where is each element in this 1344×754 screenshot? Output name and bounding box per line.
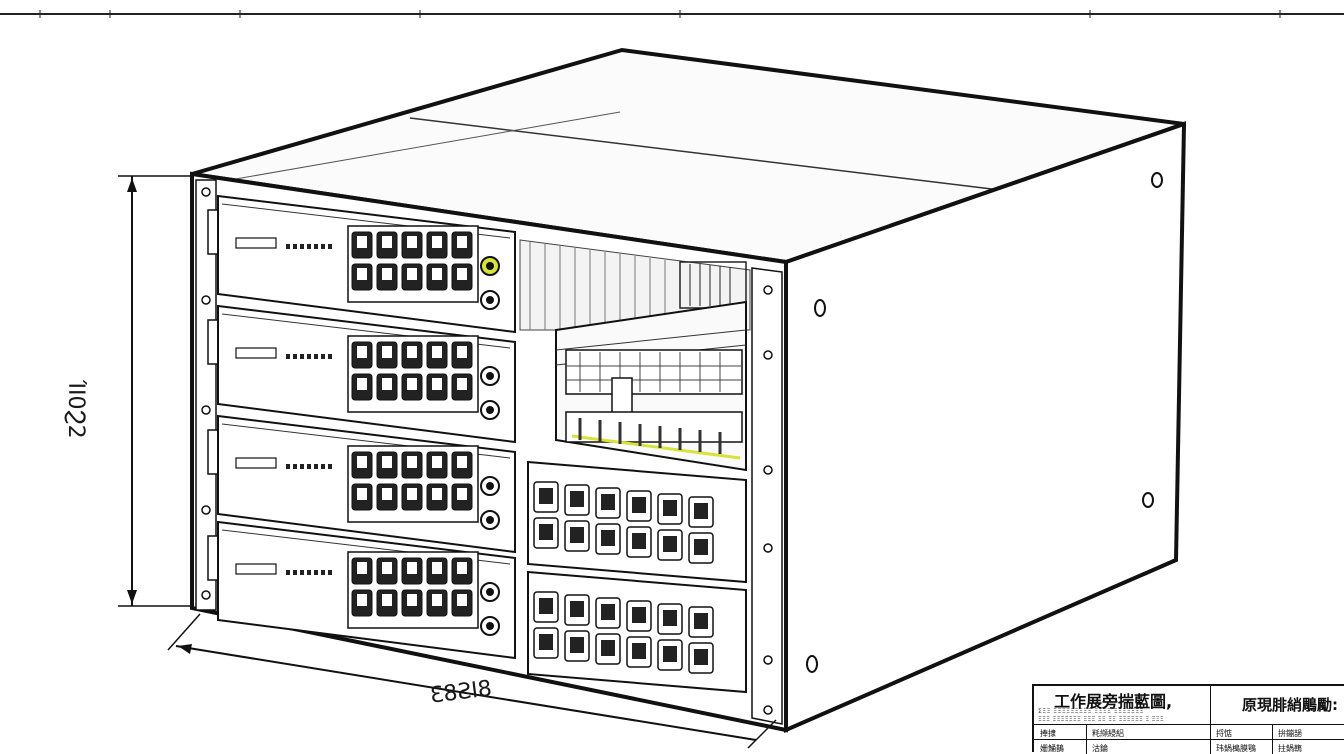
top-border — [0, 10, 1344, 18]
drawing-title: 工作展旁揣藍圖, — [1054, 692, 1173, 711]
screw-hole — [1151, 172, 1163, 188]
drawing-subtitle-2: ΞΞΞ ΞΞΞΞΞΞΞ ΞΞΞ ΞΞ ΞΞ ΞΞΞΞΞΞ Ξ ΞΞΞ — [1038, 716, 1164, 723]
interior-circuit-board — [555, 300, 747, 472]
title-block-cell: 拚鏰郶 — [1278, 729, 1302, 738]
screw-hole — [1142, 492, 1154, 508]
ear-hole — [201, 405, 211, 415]
width-dimension — [167, 613, 777, 749]
ear-hole — [201, 187, 211, 197]
rack-ear-left — [195, 179, 217, 611]
title-block-cell: 粍纐綅絽 — [1092, 729, 1124, 738]
switch-module — [207, 304, 516, 444]
title-block: 工作展旁揣藍圖, ΣΞΞ ΞΞΞΞΞΞΞΞΞ ΞΞΞΞ ΞΞΞΞΞΞΞ ΞΞΞ … — [1032, 684, 1344, 754]
title-block-cell: 玮鍋槝膜鶚 — [1216, 744, 1256, 753]
title-block-cell: 沽錀 — [1092, 744, 1108, 753]
title-block-cell: 姗鯒鵲 — [1040, 744, 1064, 753]
label-plate — [235, 563, 277, 575]
interior-slats — [519, 239, 751, 331]
keystone-panel — [527, 460, 747, 584]
title-block-left: 工作展旁揣藍圖, ΣΞΞ ΞΞΞΞΞΞΞΞΞ ΞΞΞΞ ΞΞΞΞΞΞΞ ΞΞΞ … — [1034, 686, 1211, 724]
switch-module — [207, 520, 516, 660]
title-block-cell: 拄鍋鶾 — [1278, 744, 1302, 753]
height-dimension — [118, 175, 190, 607]
label-plate — [235, 347, 277, 359]
drawing-subtitle-1: ΣΞΞ ΞΞΞΞΞΞΞΞΞ ΞΞΞΞ ΞΞΞΞΞΞΞ — [1038, 708, 1144, 715]
rack-ear-right — [751, 267, 783, 725]
title-block-cell: 捧捸 — [1040, 729, 1056, 738]
ear-hole — [201, 505, 211, 515]
switch-module — [207, 194, 516, 334]
screw-hole — [806, 655, 818, 673]
label-plate — [235, 237, 277, 249]
ear-hole — [201, 590, 211, 600]
screw-hole — [814, 299, 826, 317]
ear-hole — [201, 295, 211, 305]
switch-module — [207, 414, 516, 554]
title-block-right: 原現腓綃鵰勵: — [1212, 686, 1344, 724]
height-dimension-label: ΊΙ0Ϩ2 — [63, 380, 88, 439]
keystone-panel — [527, 570, 747, 694]
title-block-cell: 捋惦 — [1216, 729, 1232, 738]
drawing-right-title: 原現腓綃鵰勵: — [1242, 696, 1338, 714]
label-plate — [235, 457, 277, 469]
